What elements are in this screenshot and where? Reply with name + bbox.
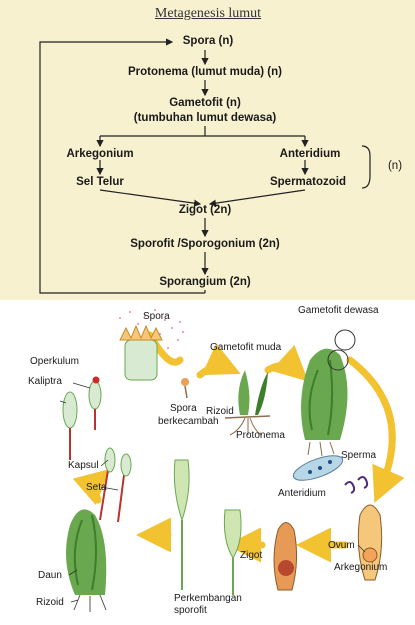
node-sporangium: Sporangium (2n) [159,276,251,288]
label-arkegonium: Arkegonium [334,562,388,573]
zygote-illustration [273,522,298,591]
bracket-label: (n) [387,160,403,172]
label-spora-berkecambah-2: berkecambah [158,416,219,427]
label-gametofit-muda: Gametofit muda [210,342,282,353]
arrow-germinating-to-young [196,343,241,379]
label-operkulum: Operkulum [30,356,79,367]
archegonium-ovum-illustration [357,504,383,581]
haploid-bracket [361,145,371,189]
node-anteridium: Anteridium [279,148,341,160]
developing-sporophyte-illustration [173,459,242,595]
node-arkegonium: Arkegonium [66,148,134,160]
label-perkembangan-2: sporofit [174,605,207,616]
label-spora: Spora [143,311,170,322]
label-rizoid-top: Rizoid [206,406,234,417]
flowchart-panel: Metagenesis lumut Spora (n) Protonema (l… [0,0,415,300]
label-ovum: Ovum [328,540,355,551]
node-protonema: Protonema (lumut muda) (n) [128,66,282,78]
label-kapsul: Kapsul [68,460,99,471]
arrow-seltelur-zigot [99,189,202,207]
label-leader-lines [59,382,366,603]
loop-back-line [39,38,205,294]
label-zigot: Zigot [240,550,263,561]
label-perkembangan-1: Perkembangan [174,593,242,604]
node-sel-telur: Sel Telur [76,176,124,188]
arrow-mature-to-capsule [72,468,111,506]
node-spermatozoid: Spermatozoid [269,176,347,188]
capsule-with-operculum [62,376,102,460]
label-protonema: Protonema [236,430,285,441]
cycle-arrows [72,331,405,563]
young-gametophyte-illustration [224,370,271,436]
node-gametofit: Gametofit (n) [169,97,241,109]
flowchart-title: Metagenesis lumut [154,6,262,21]
mature-moss-illustration [66,447,132,612]
label-daun: Daun [38,570,62,581]
label-gametofit-dewasa: Gametofit dewasa [298,305,379,316]
life-cycle-panel: Spora Gametofit dewasa Gametofit muda Op… [0,300,415,625]
node-spora: Spora (n) [182,35,234,47]
label-kaliptra: Kaliptra [28,376,62,387]
label-sperma: Sperma [341,450,377,461]
arrow-spermatozoid-zigot [208,189,306,207]
arrow-gametofit-branch [100,126,305,137]
germinating-spore-illustration [181,378,189,399]
node-sporofit: Sporofit /Sporogonium (2n) [130,238,280,250]
life-cycle-illustration [59,309,405,612]
label-rizoid-bottom: Rizoid [36,597,64,608]
antheridium-illustration [292,455,369,494]
arrow-young-to-adult [264,344,309,382]
node-gametofit-desc: (tumbuhan lumut dewasa) [133,112,277,124]
label-anteridium: Anteridium [278,488,326,499]
adult-gametophyte-illustration [301,329,356,457]
arrow-adult-to-ovum [346,356,405,503]
label-spora-berkecambah-1: Spora [170,403,197,414]
node-zigot: Zigot (2n) [178,204,232,216]
open-capsule-illustration [119,324,163,381]
flowchart-connectors [39,38,371,294]
label-seta: Seta [86,482,107,493]
